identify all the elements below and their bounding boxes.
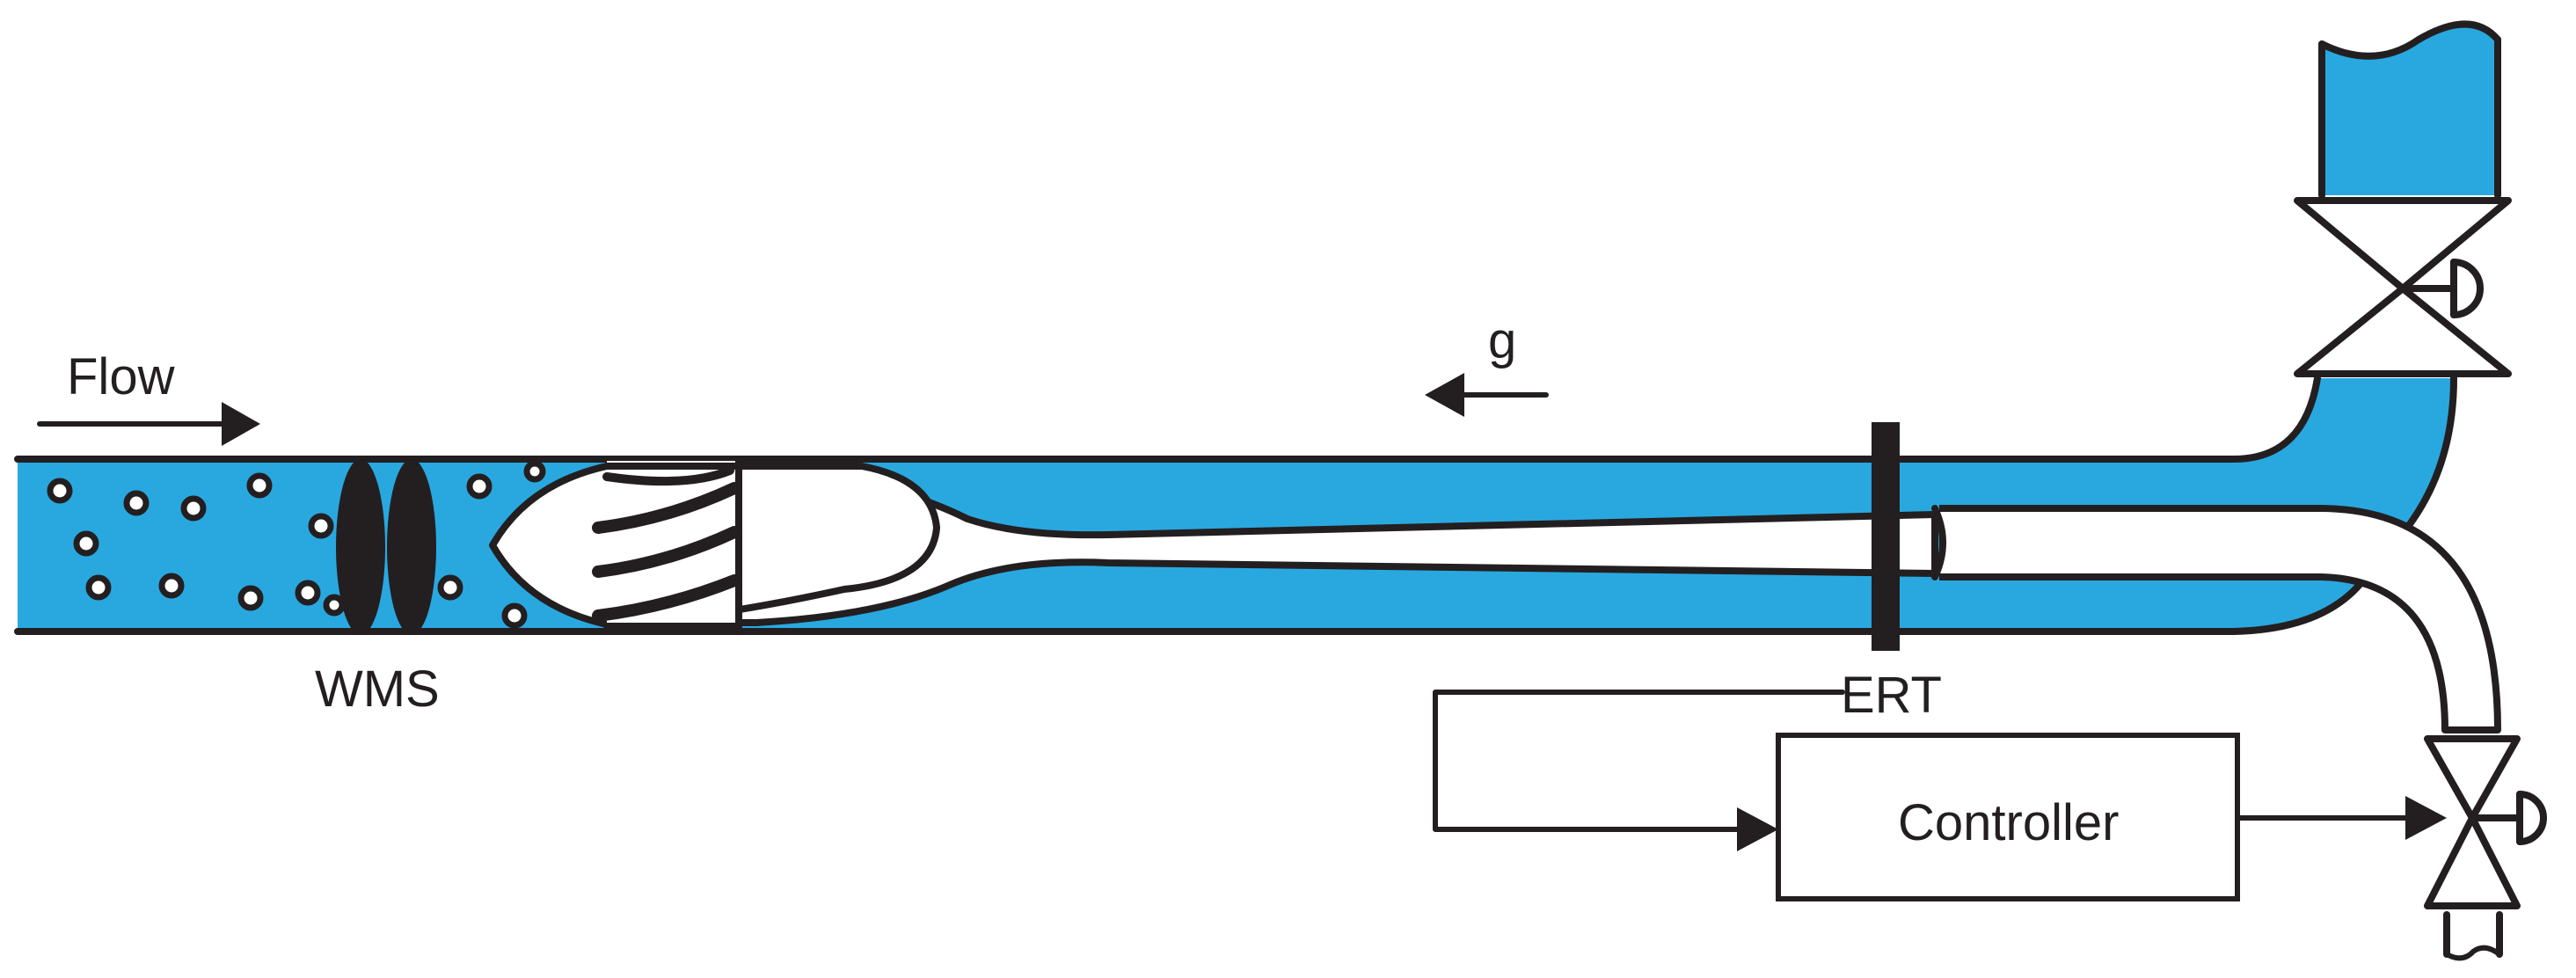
ert-sensor — [1872, 422, 1900, 651]
gas-bubbles — [47, 460, 546, 629]
ert-label: ERT — [1841, 667, 1942, 724]
signal-line-ert-to-controller — [1433, 690, 1845, 851]
wms-label: WMS — [315, 661, 440, 718]
riser-liquid — [2322, 24, 2498, 195]
pipe-top-wall — [14, 375, 2321, 463]
flow-label: Flow — [67, 348, 176, 405]
signal-line-controller-to-valve — [2235, 796, 2447, 840]
gas-riser — [2318, 20, 2501, 199]
gravity-arrow-icon — [1425, 373, 1549, 417]
lower-valve-icon — [2424, 735, 2547, 961]
swirl-element — [592, 457, 742, 633]
controller-label: Controller — [1898, 794, 2119, 851]
flow-arrow-icon — [37, 402, 260, 446]
controller-box — [1776, 733, 2240, 901]
gravity-label: g — [1488, 312, 1516, 369]
wms-sensor — [336, 459, 436, 635]
upper-valve-icon — [2294, 197, 2512, 377]
gas-outlet-tube — [1931, 505, 2501, 734]
